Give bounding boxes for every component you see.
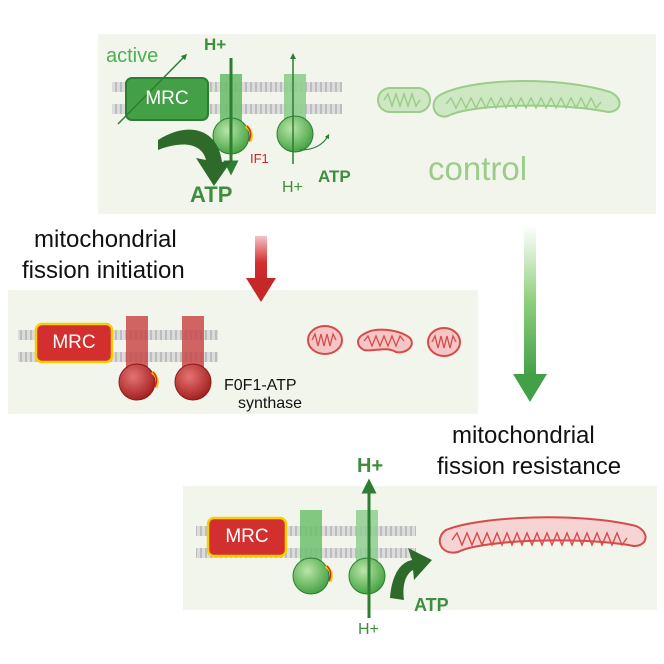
fission-initiation-label-1: mitochondrial <box>34 226 177 253</box>
active-label: active <box>106 45 159 67</box>
atp-curved-arrow-bottom <box>390 548 432 600</box>
mitochondrion-control-long <box>432 80 621 118</box>
fission-resistance-arrow <box>513 226 547 402</box>
atp-curve-small-control <box>299 133 330 151</box>
atp-label-right-control: ATP <box>318 167 351 186</box>
mrc-complex-middle <box>34 322 114 364</box>
h-plus-top-control: H+ <box>204 35 227 54</box>
f0f1-label-2: synthase <box>238 395 303 412</box>
atp-label-bottom: ATP <box>414 595 449 615</box>
atp-synthase-2-middle <box>174 316 212 401</box>
fission-resistance-label-1: mitochondrial <box>452 422 595 449</box>
h-plus-top-bottom: H+ <box>357 455 384 477</box>
if1-label: IF1 <box>250 151 269 166</box>
atp-synthase-1-bottom <box>292 510 333 595</box>
atp-synthase-2-control <box>276 74 314 153</box>
atp-label-left-control: ATP <box>190 182 233 207</box>
f0f1-label-1: F0F1-ATP <box>224 377 297 394</box>
mitochondrion-fragment-3 <box>427 327 461 357</box>
mitochondrion-control-small <box>377 87 431 113</box>
mitochondrion-fragment-1 <box>307 325 343 355</box>
mitochondrion-bottom-long <box>438 516 647 554</box>
atp-synthase-1-middle <box>118 316 159 401</box>
control-label: control <box>428 150 528 187</box>
fission-resistance-label-2: fission resistance <box>437 453 622 480</box>
active-arrow <box>117 53 188 125</box>
mrc-label-bottom: MRC <box>225 526 269 547</box>
fission-initiation-arrow <box>246 236 276 302</box>
mrc-label-control: MRC <box>145 88 189 109</box>
atp-synthase-2-bottom <box>348 510 386 595</box>
mitochondrion-fragment-2 <box>357 328 413 354</box>
mrc-complex-control <box>125 77 209 121</box>
control-panel <box>98 34 656 214</box>
middle-membrane <box>18 330 218 362</box>
fission-initiation-label-2: fission initiation <box>22 257 185 284</box>
mrc-label-middle: MRC <box>52 332 96 353</box>
mrc-complex-bottom <box>206 516 288 558</box>
h-plus-bottom-bottom: H+ <box>358 621 379 638</box>
h-plus-bottom-control: H+ <box>282 179 303 196</box>
atp-curved-arrow-control <box>158 129 232 186</box>
